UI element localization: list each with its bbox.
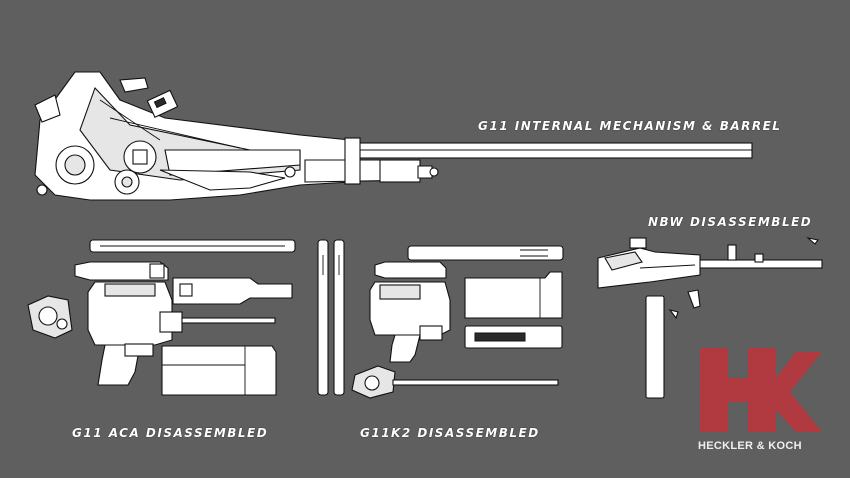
nbw-label: NBW DISASSEMBLED (648, 215, 813, 229)
hk-logo-name: HECKLER & KOCH (698, 440, 802, 452)
g11-barrel (299, 142, 753, 159)
k2-grip (389, 334, 421, 363)
nbw-drawing (597, 237, 823, 399)
nbw-magazine (645, 295, 665, 399)
g11-internal-mechanism-drawing (34, 71, 753, 201)
k2-barrel (407, 245, 564, 261)
g11-aca-drawing (27, 239, 296, 396)
g11-aca-label: G11 ACA DISASSEMBLED (72, 426, 269, 440)
aca-slide (172, 277, 293, 305)
g11k2-drawing (317, 239, 564, 399)
hk-logo-mark (700, 348, 822, 432)
aca-optic (74, 261, 169, 281)
k2-rod-right (333, 239, 345, 396)
k2-magazine-housing (464, 271, 563, 319)
k2-optic (374, 261, 447, 279)
k2-rod-left (317, 239, 329, 396)
g11-internal-label: G11 INTERNAL MECHANISM & BARREL (478, 119, 782, 133)
aca-receiver (87, 281, 173, 346)
g11k2-label: G11K2 DISASSEMBLED (360, 426, 540, 440)
aca-magazine-housing (161, 345, 277, 396)
